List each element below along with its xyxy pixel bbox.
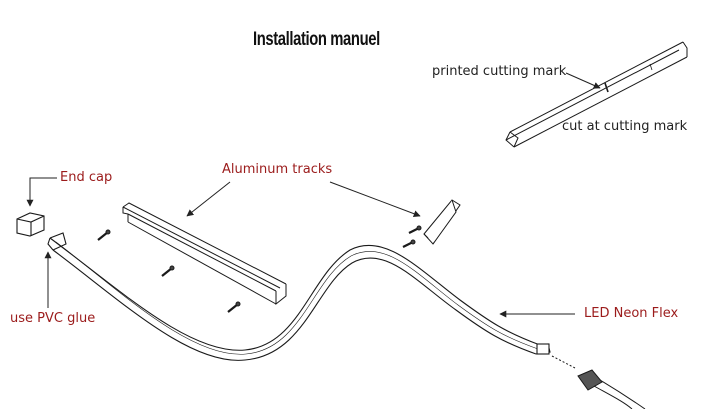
power-connector-illustration <box>551 355 646 409</box>
mounting-clip-illustration <box>423 199 461 245</box>
screw-icon <box>402 239 416 248</box>
end-cap-leader <box>26 177 57 207</box>
end-cap-label: End cap <box>60 170 113 185</box>
screw-icon <box>161 265 175 277</box>
led-neon-flex-label: LED Neon Flex <box>584 306 679 321</box>
page-title: Installation manuel <box>253 29 380 50</box>
use-pvc-glue-label: use PVC glue <box>10 311 96 326</box>
end-cap-illustration <box>16 212 45 237</box>
screws <box>97 225 422 313</box>
screw-icon <box>97 229 111 241</box>
aluminum-tracks-label: Aluminum tracks <box>222 162 333 177</box>
printed-mark-leader <box>565 72 601 89</box>
printed-cutting-mark-label: printed cutting mark <box>432 64 567 79</box>
aluminum-track-leader <box>186 181 231 217</box>
cut-at-cutting-mark-label: cut at cutting mark <box>562 119 688 134</box>
aluminum-track-leader-2 <box>329 181 421 218</box>
led-neon-flex-illustration <box>47 232 551 361</box>
screw-icon <box>227 301 241 313</box>
screw-icon <box>408 225 422 234</box>
aluminum-track-illustration <box>122 202 287 306</box>
